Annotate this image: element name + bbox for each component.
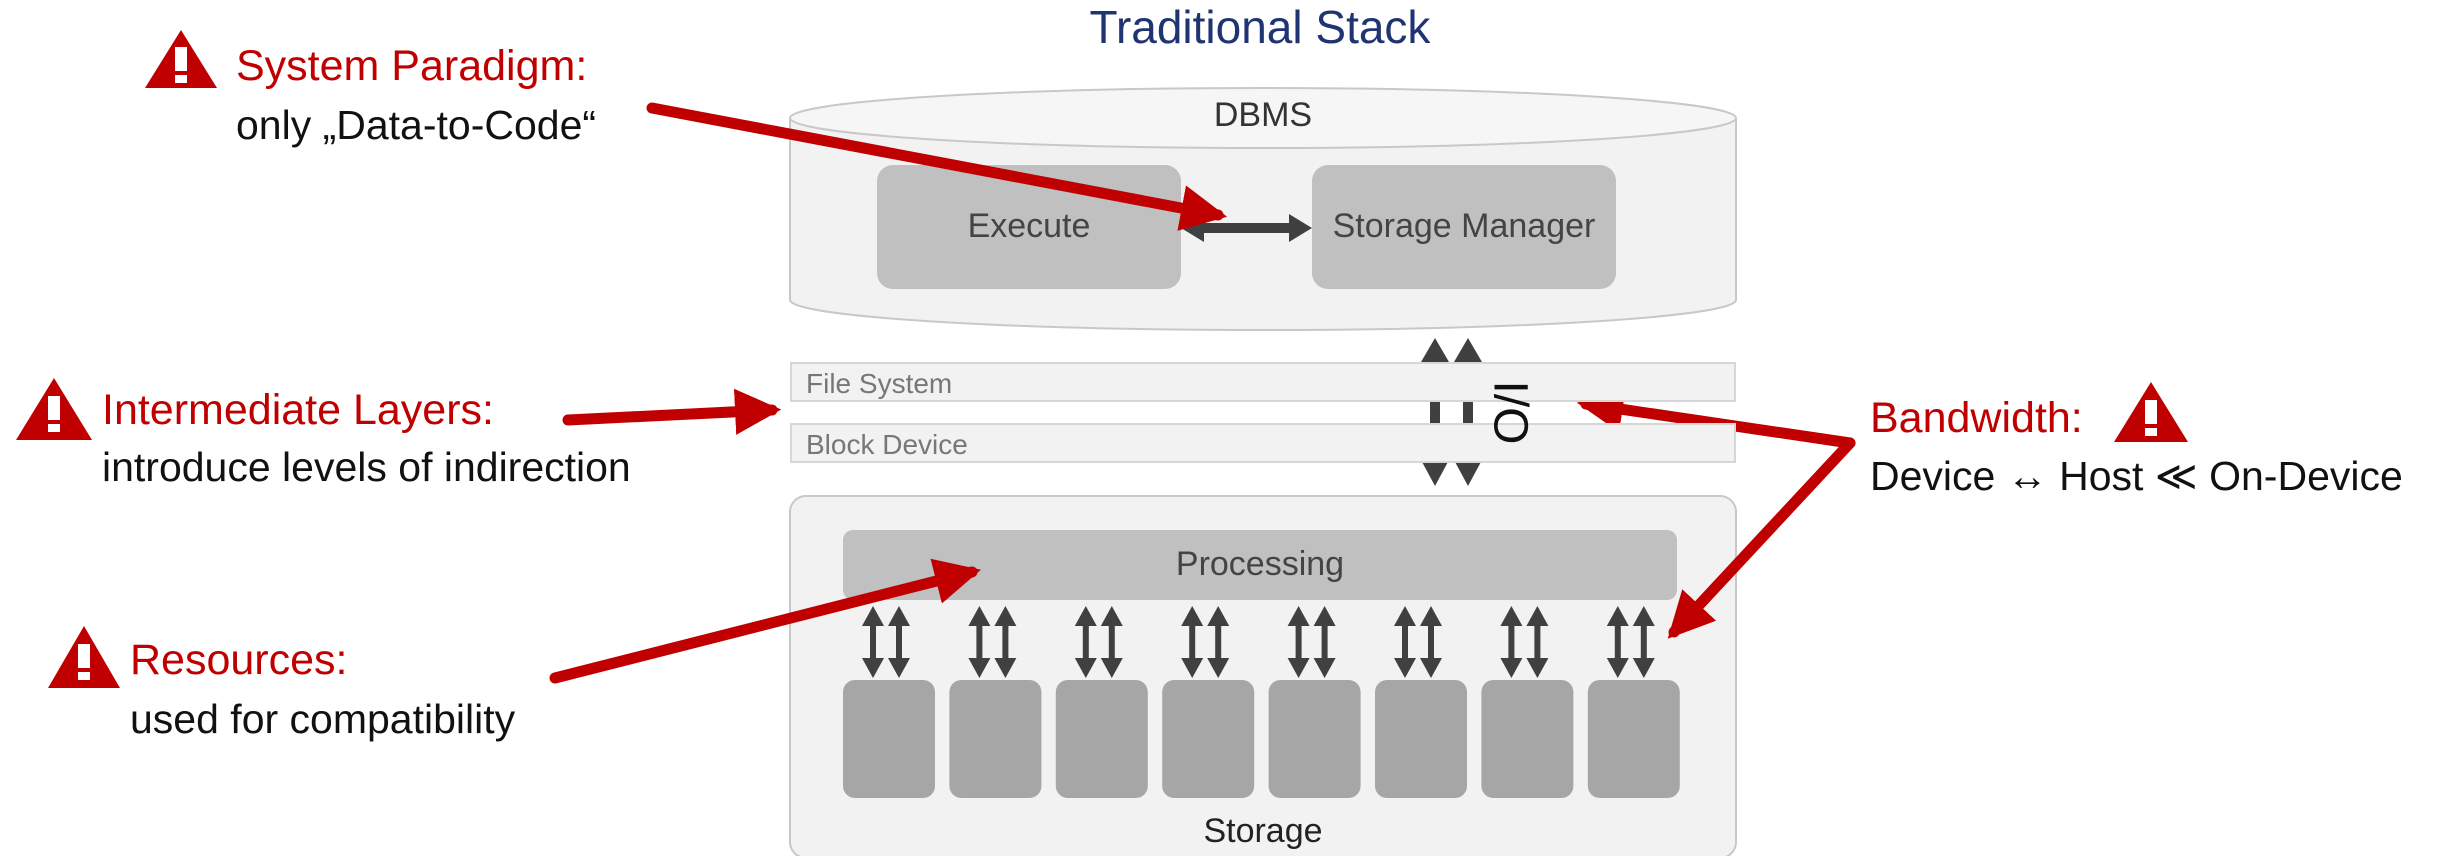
block-double-arrow [1526, 606, 1549, 678]
warning-icon [2114, 382, 2188, 442]
file-system-label: File System [806, 368, 953, 399]
block-double-arrow [1207, 606, 1230, 678]
storage-manager-label: Storage Manager [1332, 207, 1596, 245]
file-system-layer: File System [790, 362, 1736, 402]
dbms-label: DBMS [1213, 96, 1313, 134]
storage-block [1481, 680, 1574, 798]
storage-block [1055, 680, 1148, 798]
arrow-intermediate-layers [562, 388, 782, 435]
io-label: I/O [1483, 380, 1537, 445]
block-double-arrow [1632, 606, 1655, 678]
arrow-bandwidth-storage [1667, 437, 1856, 639]
block-double-arrow [1420, 606, 1442, 678]
storage-manager-box [1312, 165, 1616, 289]
storage-label: Storage [1203, 812, 1323, 850]
block-double-arrow [1606, 606, 1629, 678]
block-double-arrow [1394, 606, 1416, 678]
intermediate-layers-heading: Intermediate Layers: [102, 386, 494, 434]
block-double-arrow [1074, 606, 1097, 678]
storage-blocks [843, 606, 1680, 798]
system-paradigm-heading: System Paradigm: [236, 42, 588, 90]
resources-heading: Resources: [130, 636, 348, 684]
system-paradigm-text: only „Data-to-Code“ [236, 102, 597, 148]
bandwidth-heading: Bandwidth: [1870, 394, 2083, 442]
storage-block [1268, 680, 1361, 798]
block-double-arrow [1100, 606, 1123, 678]
diagram-title: Traditional Stack [1089, 1, 1431, 53]
storage-block [1587, 680, 1680, 798]
storage-block [843, 680, 935, 798]
block-double-arrow [888, 606, 910, 678]
storage-block [1162, 680, 1255, 798]
processing-bar [843, 530, 1677, 600]
block-double-arrow [1500, 606, 1523, 678]
warning-icon [48, 626, 120, 688]
processing-label: Processing [1175, 545, 1345, 583]
storage-block [1375, 680, 1467, 798]
block-double-arrow [1287, 606, 1310, 678]
execute-label: Execute [967, 207, 1091, 245]
intermediate-layers-text: introduce levels of indirection [102, 444, 631, 490]
block-double-arrow [1313, 606, 1336, 678]
block-device-layer: Block Device [790, 423, 1736, 463]
block-double-arrow [994, 606, 1017, 678]
block-double-arrow [1181, 606, 1204, 678]
arrow-resources [549, 558, 981, 684]
io-double-arrows [1421, 338, 1482, 486]
block-double-arrow [968, 606, 991, 678]
block-device-label: Block Device [806, 429, 968, 460]
resources-text: used for compatibility [130, 696, 516, 742]
block-double-arrow [862, 606, 884, 678]
arrow-system-paradigm [646, 102, 1228, 231]
warning-icon [16, 378, 92, 440]
bandwidth-text: Device ↔ Host ≪ On-Device [1870, 453, 2403, 499]
warning-icon [145, 30, 217, 88]
storage-block [949, 680, 1042, 798]
